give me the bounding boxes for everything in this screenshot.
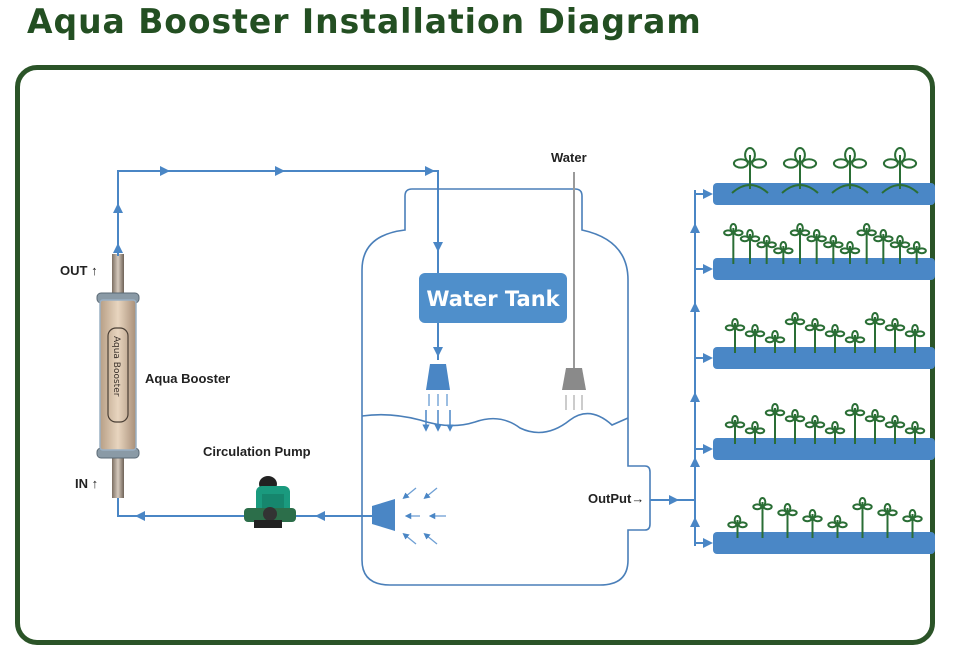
water-surface <box>361 412 629 434</box>
plant-icon <box>727 515 748 538</box>
water-tank-label: Water Tank <box>426 287 560 311</box>
planter-bed <box>713 347 935 369</box>
planter-row <box>695 312 935 369</box>
plant-icon <box>756 235 777 264</box>
tank-outline <box>361 188 651 586</box>
planter-rows <box>695 147 935 554</box>
planter-bed <box>713 258 935 280</box>
planter-row <box>695 147 935 205</box>
plant-icon <box>777 503 798 538</box>
plant-icon <box>784 312 806 353</box>
return-pipe <box>113 166 443 360</box>
plant-icon <box>844 330 866 353</box>
aqua-booster-label: Aqua Booster <box>145 371 230 386</box>
plant-icon <box>884 415 906 444</box>
diagram-title: Aqua Booster Installation Diagram <box>27 2 702 42</box>
plant-icon <box>781 147 819 194</box>
plant-icon <box>906 241 927 264</box>
plant-icon <box>864 409 886 444</box>
water-inlet <box>562 172 586 410</box>
spray-nozzle-icon <box>422 364 454 432</box>
in-label: IN ↑ <box>75 476 98 491</box>
plant-icon <box>723 223 744 264</box>
plant-icon <box>806 229 827 264</box>
plant-icon <box>739 229 761 264</box>
plant-icon <box>904 421 926 444</box>
planter-bed <box>713 438 935 460</box>
plant-icon <box>804 415 826 444</box>
plant-icon <box>824 324 846 353</box>
plant-icon <box>831 147 869 194</box>
plant-icon <box>827 515 848 538</box>
plant-icon <box>764 330 786 353</box>
plant-icon <box>904 324 926 353</box>
aqua-booster-device: Aqua Booster <box>96 243 140 498</box>
plant-icon <box>784 409 806 444</box>
planter-row <box>695 497 935 554</box>
circulation-pump-icon <box>244 476 296 528</box>
plant-icon <box>839 241 861 264</box>
plant-icon <box>731 147 769 194</box>
plant-icon <box>864 312 886 353</box>
plant-icon <box>852 497 873 538</box>
plant-icon <box>823 235 844 264</box>
plant-icon <box>802 509 823 538</box>
plant-icon <box>902 509 923 538</box>
plant-icon <box>764 403 786 444</box>
plant-icon <box>889 235 911 264</box>
planter-row <box>695 403 935 460</box>
planter-bed <box>713 532 935 554</box>
plant-icon <box>844 403 866 444</box>
plant-icon <box>856 223 877 264</box>
distribution-pipe <box>650 190 700 546</box>
plant-icon <box>804 318 826 353</box>
plant-icon <box>877 503 898 538</box>
planter-row <box>695 223 935 280</box>
plant-icon <box>789 223 811 264</box>
intake-nozzle-icon <box>372 487 446 545</box>
plant-icon <box>744 324 766 353</box>
plant-icon <box>724 415 746 444</box>
plant-icon <box>881 147 919 194</box>
out-label: OUT ↑ <box>60 263 98 278</box>
water-label: Water <box>551 150 587 165</box>
water-tank-box: Water Tank <box>419 273 567 323</box>
plant-icon <box>773 241 794 264</box>
circulation-pump-label: Circulation Pump <box>203 444 311 459</box>
plant-icon <box>873 229 894 264</box>
plant-icon <box>752 497 773 538</box>
plant-icon <box>724 318 746 353</box>
plant-icon <box>884 318 906 353</box>
device-brand-text: Aqua Booster <box>111 336 121 397</box>
plant-icon <box>744 421 766 444</box>
planter-bed <box>713 183 935 205</box>
gray-nozzle-icon <box>562 368 586 390</box>
plant-icon <box>824 421 846 444</box>
output-label: OutPut→ <box>588 491 644 506</box>
